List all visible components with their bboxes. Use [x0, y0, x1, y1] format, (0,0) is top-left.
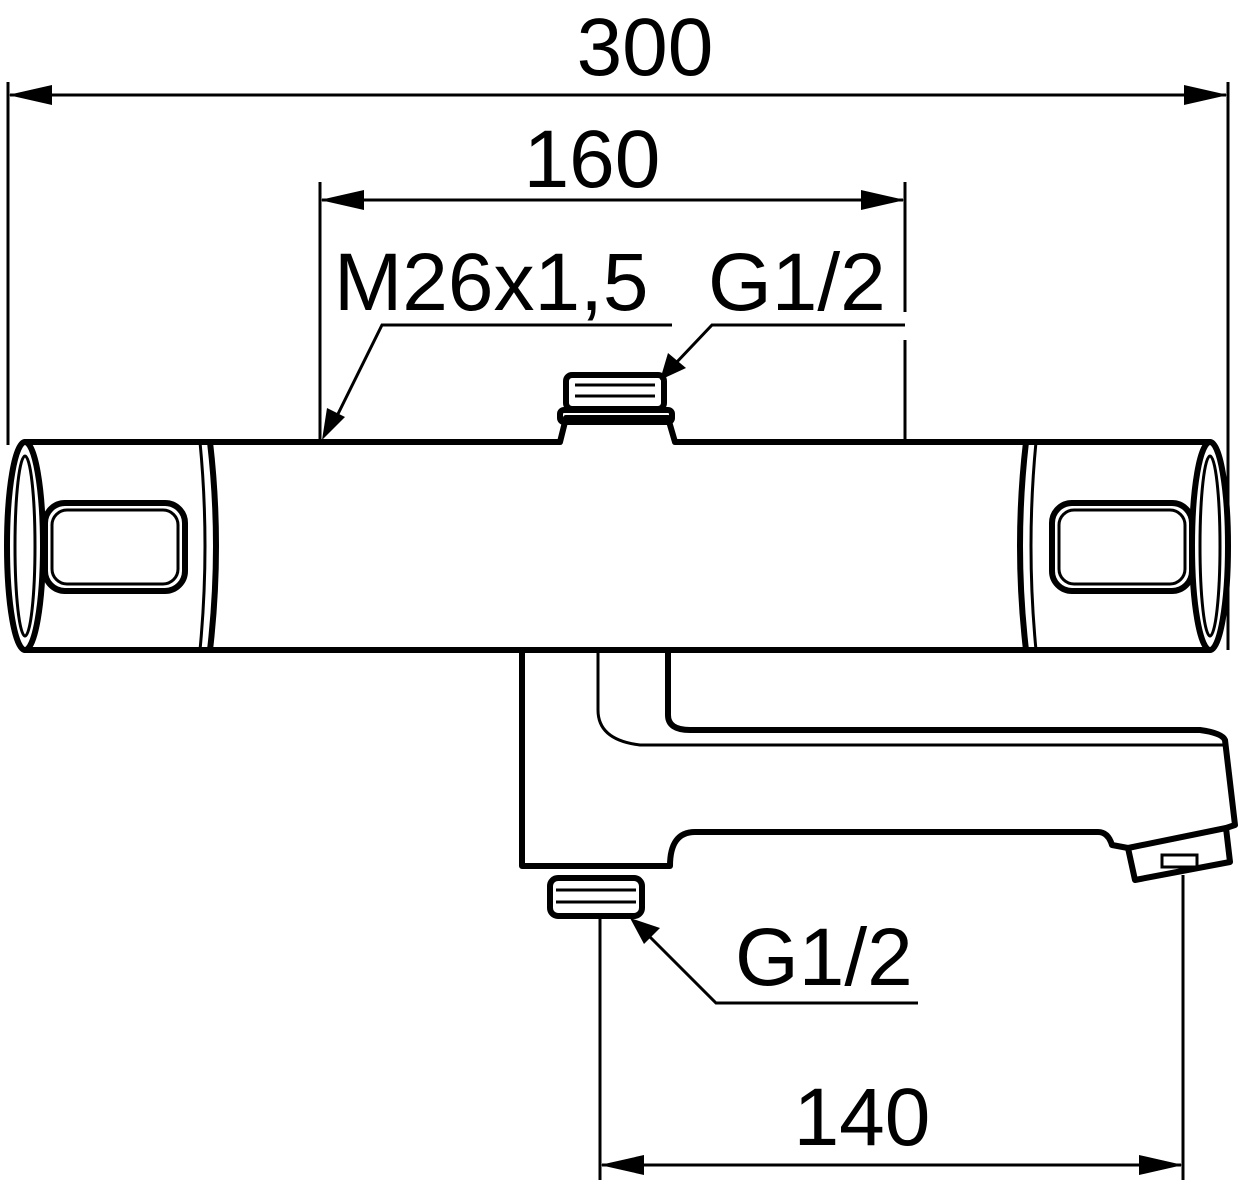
spout [519, 649, 1238, 883]
callout-bottom-g12: G1/2 [630, 912, 918, 1005]
callout-label-m26: M26x1,5 [334, 237, 649, 328]
dimension-300: 300 [6, 2, 1230, 650]
dimension-160: 160 [318, 114, 907, 440]
callout-top-g12: G1/2 [660, 237, 905, 380]
bottom-connector [547, 875, 645, 919]
dimension-label-300: 300 [577, 2, 714, 93]
callout-label-top-g12: G1/2 [708, 237, 886, 328]
right-handle-window-icon [1049, 500, 1195, 594]
callout-label-bottom-g12: G1/2 [735, 912, 913, 1003]
dimension-label-160: 160 [524, 114, 661, 205]
mixer-body [4, 415, 1231, 653]
callout-m26: M26x1,5 [322, 237, 672, 440]
left-handle-window-icon [42, 500, 188, 594]
dimension-140: 140 [598, 875, 1185, 1180]
dimension-label-140: 140 [794, 1072, 931, 1163]
top-connector [557, 372, 675, 425]
